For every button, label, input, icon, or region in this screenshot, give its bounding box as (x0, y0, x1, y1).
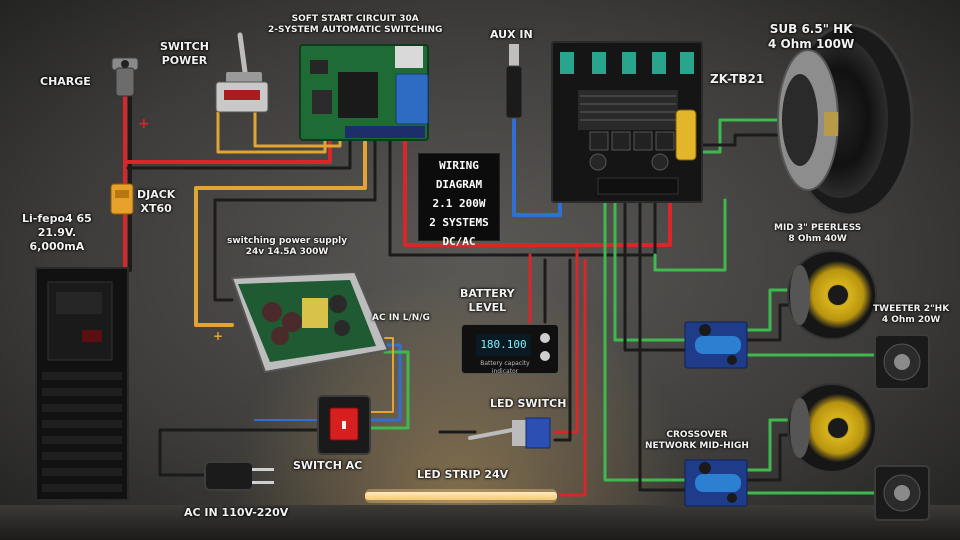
floor (0, 505, 960, 540)
toggle-switch-power (215, 32, 269, 113)
label-switch-power-line-2: POWER (161, 54, 208, 67)
label-battery-line-3: 6,000mA (29, 240, 85, 253)
title-line-5: DC/AC (442, 235, 476, 248)
amplifier-board (551, 41, 703, 203)
label-led-strip: LED STRIP 24V (417, 468, 509, 481)
label-ac-lng: AC IN L/N/G (372, 313, 430, 323)
led-switch (468, 417, 551, 449)
meter-reading: 180.100 (476, 334, 531, 356)
label-djack-line-1: DJACK (137, 188, 176, 201)
plus-sign: + (138, 116, 150, 132)
label-mid-line-1: MID 3" PEERLESS (774, 223, 862, 233)
psu-plus-sign: + (213, 329, 223, 343)
crossover-lower (684, 459, 748, 507)
label-switch-power-line-1: SWITCH (160, 40, 209, 53)
label-crossover: CROSSOVER NETWORK MID-HIGH (645, 430, 749, 452)
switching-power-supply (230, 270, 390, 374)
charge-port (111, 57, 139, 97)
label-soft-start-line-1: SOFT START CIRCUIT 30A (291, 14, 419, 24)
label-soft-start-line-2: 2-SYSTEM AUTOMATIC SWITCHING (268, 25, 443, 35)
tweeter-lower (874, 465, 930, 521)
label-battery-level-line-2: LEVEL (468, 301, 507, 314)
meter-button-top (540, 333, 550, 343)
led-strip (365, 489, 557, 503)
label-battery: Li-fepo4 65 21.9V. 6,000mA (22, 212, 92, 254)
subwoofer (777, 23, 914, 217)
soft-start-board (299, 44, 429, 141)
battery-level-meter: 180.100 Battery capacity indicator (461, 324, 559, 375)
battery-pack (35, 267, 129, 501)
label-switch-power: SWITCH POWER (160, 40, 209, 68)
label-battery-line-2: 21.9V. (37, 226, 77, 239)
label-aux-in: AUX IN (490, 28, 533, 41)
mid-speaker-upper (787, 250, 877, 340)
meter-button-bottom (540, 351, 550, 361)
meter-caption: Battery capacity indicator (480, 360, 530, 375)
crossover-upper (684, 321, 748, 369)
title-line-3: 2.1 200W (432, 197, 486, 210)
ac-plug (204, 461, 274, 491)
label-sub-line-1: SUB 6.5" HK (769, 22, 853, 36)
label-soft-start: SOFT START CIRCUIT 30A 2-SYSTEM AUTOMATI… (268, 14, 442, 36)
label-djack: DJACK XT60 (137, 188, 175, 216)
label-battery-level-line-1: BATTERY (460, 287, 515, 300)
label-tweeter-line-2: 4 Ohm 20W (881, 315, 941, 325)
label-crossover-line-1: CROSSOVER (666, 430, 728, 440)
label-sub: SUB 6.5" HK 4 Ohm 100W (768, 22, 854, 52)
label-djack-line-2: XT60 (140, 202, 172, 215)
label-psu: switching power supply 24v 14.5A 300W (227, 236, 347, 258)
diagram-title-box: WIRING DIAGRAM 2.1 200W 2 SYSTEMS DC/AC (418, 153, 500, 248)
label-tweeter-line-1: TWEETER 2"HK (873, 304, 950, 314)
label-mid-line-2: 8 Ohm 40W (788, 234, 847, 244)
label-charge: CHARGE (40, 75, 91, 88)
label-amp-model: ZK-TB21 (710, 72, 765, 86)
title-line-2: DIAGRAM (435, 178, 483, 191)
label-sub-line-2: 4 Ohm 100W (768, 37, 855, 51)
label-switch-ac: SWITCH AC (293, 459, 363, 472)
title-line-4: 2 SYSTEMS (429, 216, 489, 229)
title-line-1: WIRING (439, 159, 479, 172)
label-crossover-line-2: NETWORK MID-HIGH (645, 441, 749, 451)
label-psu-line-2: 24v 14.5A 300W (245, 247, 329, 257)
label-battery-line-1: Li-fepo4 65 (22, 212, 92, 225)
label-tweeter: TWEETER 2"HK 4 Ohm 20W (873, 304, 949, 326)
mid-speaker-lower (787, 383, 877, 473)
switch-ac (317, 395, 371, 455)
tweeter-upper (874, 334, 930, 390)
label-ac-in: AC IN 110V-220V (184, 506, 289, 519)
label-psu-line-1: switching power supply (227, 236, 348, 246)
label-battery-level: BATTERY LEVEL (460, 287, 515, 315)
label-led-switch: LED SWITCH (490, 397, 567, 410)
label-mid: MID 3" PEERLESS 8 Ohm 40W (774, 223, 861, 245)
aux-jack (505, 44, 523, 119)
xt60-connector (110, 183, 134, 215)
